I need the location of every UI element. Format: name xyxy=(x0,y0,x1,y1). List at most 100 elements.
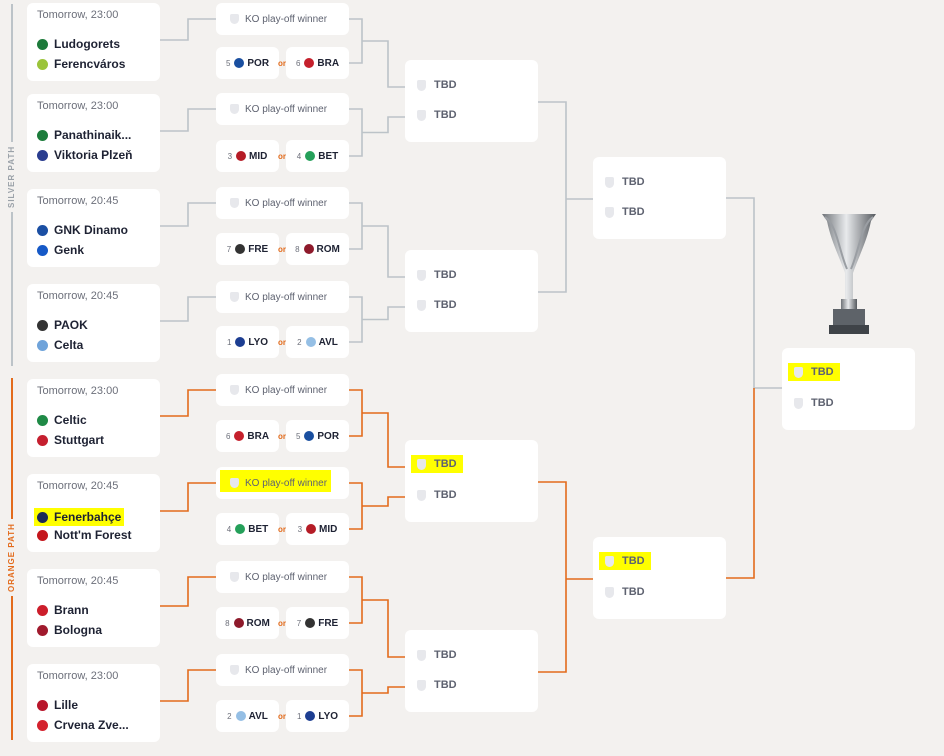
team-crest-icon xyxy=(235,524,246,534)
connector-ko-pair xyxy=(349,108,363,157)
connector-to-r16 xyxy=(362,306,405,321)
team-row[interactable]: Nott'm Forest xyxy=(37,528,132,542)
team-row[interactable]: Crvena Zve... xyxy=(37,718,129,732)
team-name: Fenerbahçe xyxy=(54,510,122,524)
seed-number: 2 xyxy=(227,711,232,721)
round-of-16-card[interactable]: TBD TBD xyxy=(405,60,538,142)
or-label: or xyxy=(278,338,286,347)
connector-to-r16 xyxy=(362,225,405,278)
tbd-label: TBD xyxy=(622,586,645,598)
placeholder-shield-icon xyxy=(230,292,239,302)
connector-r32-ko xyxy=(160,482,216,512)
ko-playoff-card[interactable]: KO play-off winner xyxy=(216,3,349,35)
placeholder-shield-icon xyxy=(605,555,614,567)
connector-r32-ko xyxy=(160,202,216,227)
team-row[interactable]: GNK Dinamo xyxy=(37,223,128,237)
seed-team-card[interactable]: 2 AVL xyxy=(216,700,279,732)
team-row[interactable]: Bologna xyxy=(37,623,102,637)
connector-r16-qf xyxy=(538,481,567,673)
team-crest-icon xyxy=(303,244,314,254)
connector-ko-pair xyxy=(349,576,363,624)
team-row[interactable]: Brann xyxy=(37,603,89,617)
team-row[interactable]: Celtic xyxy=(37,413,87,427)
team-crest-icon xyxy=(306,524,317,534)
tbd-label: TBD xyxy=(434,269,457,281)
seed-number: 3 xyxy=(297,524,303,534)
team-row[interactable]: Ludogorets xyxy=(37,37,120,51)
placeholder-shield-icon xyxy=(417,299,426,311)
team-row[interactable]: Panathinaik... xyxy=(37,128,131,142)
placeholder-shield-icon xyxy=(417,649,426,661)
team-crest-icon xyxy=(235,244,246,254)
team-row[interactable]: Fenerbahçe xyxy=(34,508,125,526)
seed-number: 5 xyxy=(295,431,301,441)
ko-playoff-card[interactable]: KO play-off winner xyxy=(216,93,349,125)
or-label: or xyxy=(278,432,286,441)
team-row[interactable]: PAOK xyxy=(37,318,88,332)
ko-playoff-card[interactable]: KO play-off winner xyxy=(216,467,349,499)
ko-playoff-label: KO play-off winner xyxy=(245,197,328,209)
tbd-slot: TBD xyxy=(417,679,457,691)
team-row[interactable]: Celta xyxy=(37,338,83,352)
tbd-slot: TBD xyxy=(411,455,463,473)
seed-number: 1 xyxy=(296,711,302,721)
team-row[interactable]: Genk xyxy=(37,243,84,257)
team-abbr: AVL xyxy=(248,710,268,722)
ko-playoff-card[interactable]: KO play-off winner xyxy=(216,374,349,406)
connector-r32-ko xyxy=(160,296,216,322)
placeholder-shield-icon xyxy=(417,489,426,501)
ko-playoff-card[interactable]: KO play-off winner xyxy=(216,187,349,219)
team-crest-icon xyxy=(37,529,48,541)
team-row[interactable]: Ferencváros xyxy=(37,57,125,71)
team-name: Lille xyxy=(54,698,79,712)
seed-number: 1 xyxy=(226,337,232,347)
placeholder-shield-icon xyxy=(605,176,614,188)
seed-team-card[interactable]: 1 LYO xyxy=(216,326,279,358)
tbd-slot: TBD xyxy=(794,397,834,409)
team-name: Celta xyxy=(54,338,84,352)
placeholder-shield-icon xyxy=(230,665,239,675)
placeholder-shield-icon xyxy=(794,397,803,409)
placeholder-shield-icon xyxy=(417,79,426,91)
tbd-label: TBD xyxy=(434,79,457,91)
ko-playoff-card[interactable]: KO play-off winner xyxy=(216,561,349,593)
team-row[interactable]: Lille xyxy=(37,698,78,712)
connector-ko-pair xyxy=(349,669,363,717)
tbd-slot: TBD xyxy=(605,206,645,218)
seed-number: 3 xyxy=(227,151,233,161)
team-row[interactable]: Viktoria Plzeň xyxy=(37,148,132,162)
ko-playoff-card[interactable]: KO play-off winner xyxy=(216,654,349,686)
ko-playoff-card[interactable]: KO play-off winner xyxy=(216,281,349,313)
team-abbr: LYO xyxy=(248,336,269,348)
team-row[interactable]: Stuttgart xyxy=(37,433,104,447)
tbd-slot: TBD xyxy=(417,109,457,121)
